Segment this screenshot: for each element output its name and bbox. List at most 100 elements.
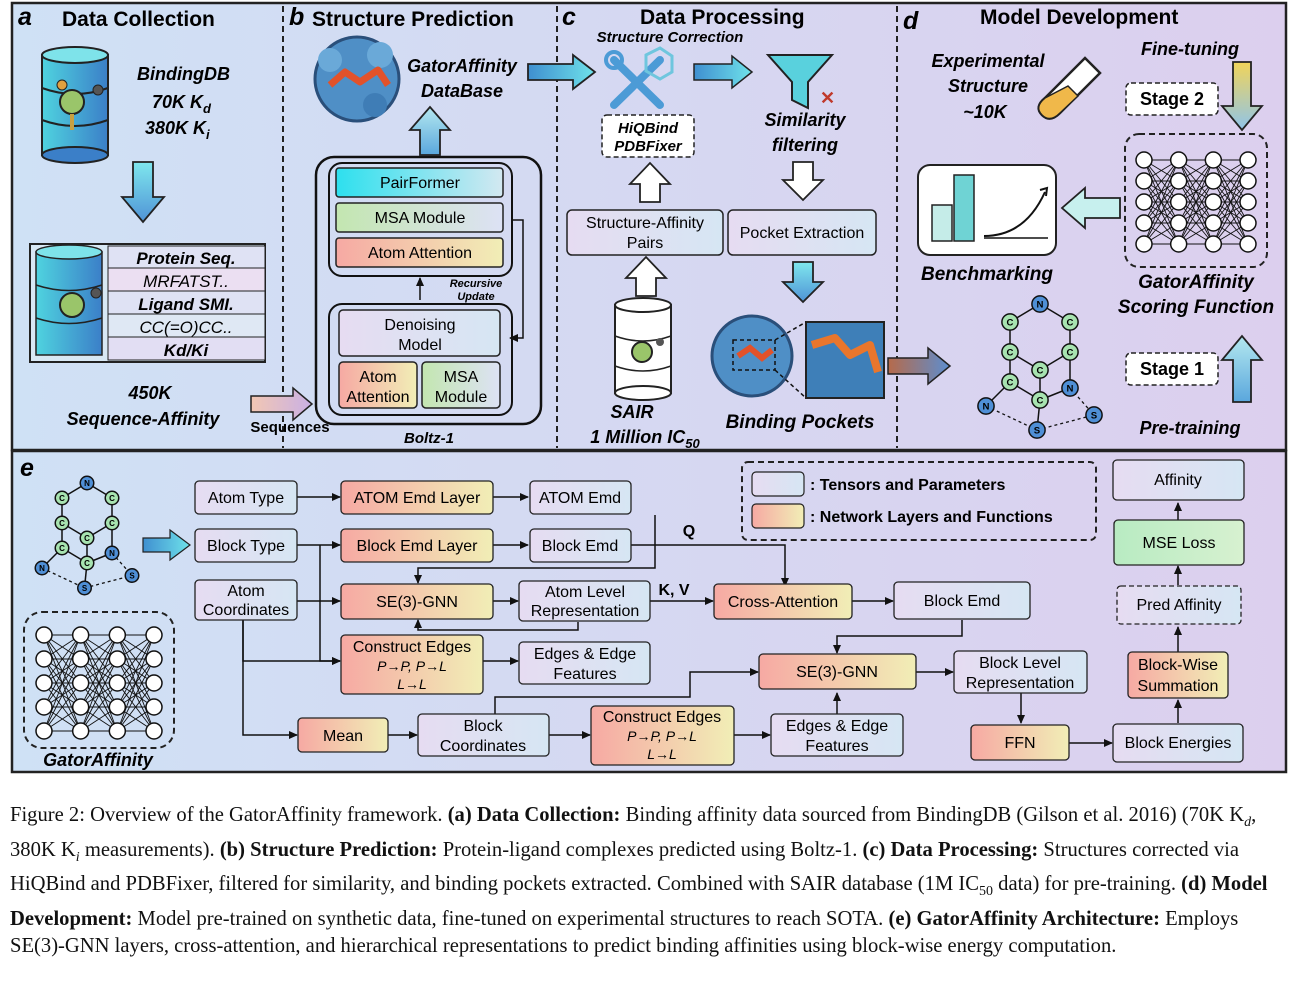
construct-edges-block-rule-2: L→L bbox=[647, 746, 677, 762]
similarity-label-1: Similarity bbox=[764, 110, 846, 130]
edges-features-atom-2: Features bbox=[553, 666, 616, 683]
atom-emd-layer-box bbox=[340, 480, 494, 515]
scoring-function-label-2: Scoring Function bbox=[1118, 297, 1274, 318]
block-coordinates-1: Block bbox=[463, 718, 503, 735]
arrow-down-pocket bbox=[780, 261, 826, 304]
atom-label: N bbox=[109, 549, 115, 558]
count-label: Sequence-Affinity bbox=[67, 409, 221, 429]
table-row-ligand-smi: Ligand SMI. bbox=[138, 295, 233, 314]
svg-text:✕: ✕ bbox=[820, 88, 835, 108]
atom-emd-layer-label: ATOM Emd Layer bbox=[354, 490, 481, 507]
atom-attention-label: Atom Attention bbox=[368, 245, 472, 262]
block-type-label: Block Type bbox=[207, 538, 285, 555]
caption-c-text: Structures corrected via HiQBind and PDB… bbox=[10, 838, 1239, 900]
se3-gnn-block-box bbox=[758, 653, 917, 690]
atom-level-rep-2: Representation bbox=[531, 603, 640, 620]
recursive-label-1: Recursive bbox=[450, 278, 503, 290]
atom-attn-small-1: Atom bbox=[359, 369, 396, 386]
atom-coordinates-2: Coordinates bbox=[203, 602, 289, 619]
hiqbind-box bbox=[601, 114, 695, 158]
atom-label: C bbox=[109, 519, 115, 528]
atom-label: S bbox=[129, 571, 135, 580]
atom-label: N bbox=[1037, 299, 1044, 310]
pocket-extraction-label: Pocket Extraction bbox=[740, 225, 865, 242]
construct-edges-block-box bbox=[590, 705, 735, 766]
edges-features-block-box bbox=[770, 713, 904, 757]
table-row-kd-ki: Kd/Ki bbox=[164, 341, 210, 360]
caption-e-text: Employs SE(3)-GNN layers, cross-attentio… bbox=[10, 908, 1239, 957]
caption-b-label: (b) Structure Prediction: bbox=[219, 838, 438, 861]
atom-type-label: Atom Type bbox=[208, 490, 284, 507]
stage2-box bbox=[1125, 82, 1219, 116]
panel-b-title: Structure Prediction bbox=[312, 8, 514, 31]
cross-attention-box bbox=[713, 583, 853, 620]
mean-box bbox=[297, 717, 389, 753]
block-summation-box bbox=[1127, 651, 1229, 699]
atom-label: C bbox=[84, 534, 90, 543]
denoising-label-2: Model bbox=[398, 337, 442, 354]
block-type-box bbox=[194, 528, 298, 563]
block-energies-label: Block Energies bbox=[1125, 735, 1232, 752]
sair-database-icon bbox=[614, 297, 672, 401]
block-emd-layer-box bbox=[340, 528, 494, 563]
pairformer-label: PairFormer bbox=[380, 175, 461, 192]
block-coordinates-2: Coordinates bbox=[440, 738, 526, 755]
block-level-rep-1: Block Level bbox=[979, 655, 1061, 672]
atom-attn-small-block bbox=[338, 361, 418, 409]
arrow-down-a bbox=[120, 161, 166, 224]
legend-tensor-label: : Tensors and Parameters bbox=[810, 477, 1005, 494]
legend-layer-label: : Network Layers and Functions bbox=[810, 509, 1053, 526]
neural-network-icon-e bbox=[35, 626, 163, 740]
atom-label: N bbox=[39, 564, 45, 573]
edges-features-block-1: Edges & Edge bbox=[786, 718, 888, 735]
construct-edges-atom-box bbox=[340, 634, 484, 695]
atom-label: C bbox=[59, 494, 65, 503]
count-450k: 450K bbox=[127, 383, 173, 403]
figure: a Data Collection b Structure Prediction… bbox=[10, 1, 1288, 774]
arrow-up-b bbox=[408, 105, 452, 156]
scoring-function-label-1: GatorAffinity bbox=[1138, 272, 1255, 293]
atom-emd-label: ATOM Emd bbox=[539, 490, 621, 507]
atom-emd-box bbox=[529, 480, 632, 515]
table-row-seq-value: MRFATST.. bbox=[143, 272, 229, 291]
experimental-label-2: Structure bbox=[948, 76, 1028, 96]
recursive-label-2: Update bbox=[457, 291, 494, 303]
construct-edges-atom-rule-1: P→P, P→L bbox=[377, 658, 447, 674]
legend-tensor-swatch bbox=[751, 471, 805, 497]
denoising-block bbox=[338, 309, 501, 357]
atom-level-rep-box bbox=[518, 580, 651, 622]
kv-label: K, V bbox=[658, 582, 689, 599]
pred-affinity-box bbox=[1116, 585, 1242, 625]
benchmark-chart-icon bbox=[917, 164, 1057, 256]
block-emd-label: Block Emd bbox=[542, 538, 618, 555]
ffn-label: FFN bbox=[1004, 735, 1035, 752]
panel-d-letter: d bbox=[903, 7, 919, 35]
benchmarking-label: Benchmarking bbox=[921, 264, 1053, 285]
construct-edges-atom-rule-2: L→L bbox=[397, 676, 427, 692]
caption-d-label: (d) Model Development: bbox=[10, 873, 1268, 931]
pred-affinity-label: Pred Affinity bbox=[1136, 597, 1221, 614]
sair-count: 1 Million IC50 bbox=[590, 427, 700, 451]
msa-small-2: Module bbox=[435, 389, 488, 406]
block-emd-layer-label: Block Emd Layer bbox=[357, 538, 479, 555]
pdbfixer-label: PDBFixer bbox=[614, 138, 683, 155]
edges-features-block-2: Features bbox=[805, 738, 868, 755]
test-tube-icon bbox=[1037, 56, 1102, 120]
mean-label: Mean bbox=[323, 728, 363, 745]
atom-label: C bbox=[1067, 347, 1074, 358]
atom-coordinates-1: Atom bbox=[227, 583, 264, 600]
block-level-rep-2: Representation bbox=[966, 675, 1075, 692]
caption-d-text: Model pre-trained on synthetic data, fin… bbox=[137, 908, 884, 931]
panel-b-letter: b bbox=[289, 3, 304, 31]
se3-gnn-atom-label: SE(3)-GNN bbox=[376, 594, 458, 611]
atom-label: C bbox=[1037, 365, 1044, 376]
atom-label: S bbox=[1091, 410, 1098, 421]
arrow-to-filter bbox=[693, 54, 754, 90]
hiqbind-label: HiQBind bbox=[618, 120, 679, 137]
msa-module-label: MSA Module bbox=[375, 210, 466, 227]
fine-tuning-label: Fine-tuning bbox=[1141, 39, 1239, 59]
affinity-box bbox=[1112, 459, 1245, 501]
caption-a-text: Binding affinity data sourced from Bindi… bbox=[10, 804, 1257, 865]
panel-c-letter: c bbox=[562, 3, 576, 31]
structure-affinity-box bbox=[566, 209, 724, 256]
